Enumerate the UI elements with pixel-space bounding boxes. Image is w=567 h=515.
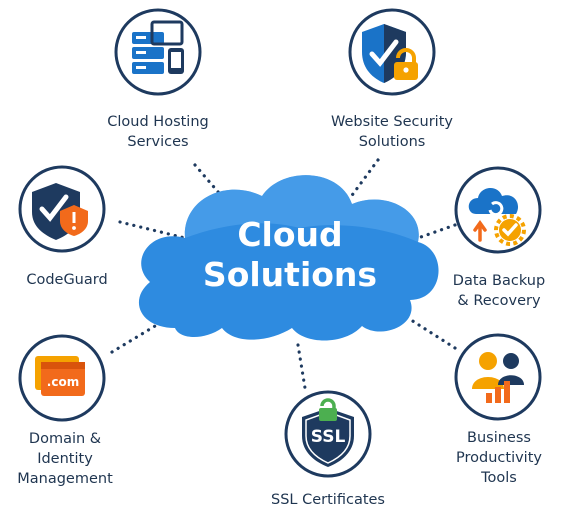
dotcom-text: .com bbox=[47, 375, 79, 389]
connector-productivity bbox=[406, 316, 457, 350]
connector-codeguard bbox=[118, 220, 187, 240]
shield-lock-icon bbox=[362, 24, 418, 83]
ssl-shield-icon: SSL bbox=[302, 398, 354, 467]
label-website-security: Website Security Solutions bbox=[322, 112, 462, 152]
cloud-backup-icon bbox=[468, 187, 526, 246]
cloud-highlight bbox=[184, 175, 419, 242]
label-line: & Recovery bbox=[457, 293, 541, 309]
connector-hosting bbox=[193, 163, 227, 202]
label-line: Domain & bbox=[28, 431, 102, 447]
connector-security bbox=[348, 158, 380, 200]
server-devices-icon bbox=[132, 20, 184, 74]
label-line: Productivity bbox=[456, 450, 542, 466]
label-line: SSL Certificates bbox=[271, 492, 385, 508]
label-line: Management bbox=[17, 471, 113, 487]
node-ssl: SSL bbox=[284, 390, 372, 478]
node-website-security bbox=[348, 8, 436, 96]
node-cloud-hosting bbox=[114, 8, 202, 96]
node-domain: .com bbox=[18, 334, 106, 422]
label-line: CodeGuard bbox=[26, 272, 108, 288]
label-line: Business bbox=[467, 430, 531, 446]
central-cloud bbox=[138, 175, 439, 341]
label-line: Website Security bbox=[331, 114, 453, 130]
ssl-text: SSL bbox=[311, 427, 346, 447]
label-line: Tools bbox=[481, 470, 517, 486]
node-productivity bbox=[454, 333, 542, 421]
label-codeguard: CodeGuard bbox=[12, 270, 122, 290]
center-title-line2: Solutions bbox=[202, 255, 378, 294]
connectors bbox=[110, 158, 457, 390]
label-line: Solutions bbox=[358, 134, 426, 150]
label-ssl: SSL Certificates bbox=[258, 490, 398, 510]
center-title: Cloud Solutions bbox=[160, 215, 420, 295]
label-domain: Domain & Identity Management bbox=[6, 429, 124, 489]
shield-warning-icon bbox=[32, 183, 88, 240]
connector-backup bbox=[416, 223, 457, 240]
dotcom-domain-icon: .com bbox=[35, 356, 85, 396]
label-productivity: Business Productivity Tools bbox=[440, 428, 558, 488]
label-cloud-hosting: Cloud Hosting Services bbox=[98, 112, 218, 152]
center-title-line1: Cloud bbox=[237, 215, 343, 254]
label-line: Cloud Hosting bbox=[107, 114, 209, 130]
label-line: Identity bbox=[37, 451, 93, 467]
people-chart-icon bbox=[472, 352, 524, 403]
label-line: Services bbox=[127, 134, 189, 150]
connector-ssl bbox=[296, 343, 307, 390]
label-data-backup: Data Backup & Recovery bbox=[440, 271, 558, 311]
label-line: Data Backup bbox=[452, 273, 546, 289]
node-data-backup bbox=[454, 166, 542, 254]
node-codeguard bbox=[18, 165, 106, 253]
